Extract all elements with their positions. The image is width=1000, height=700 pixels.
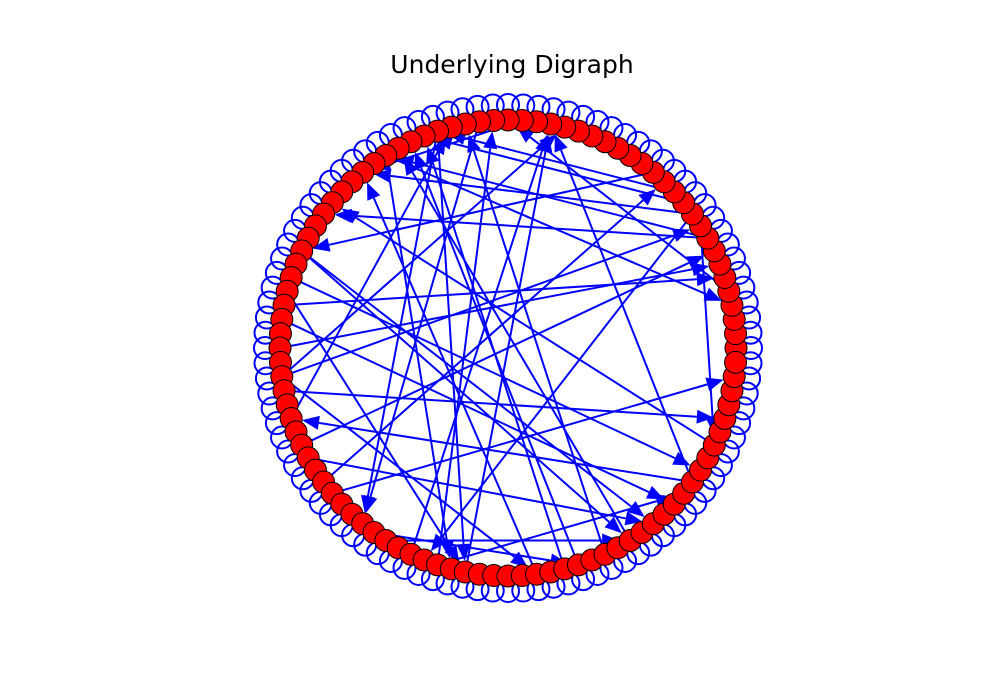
edge-line <box>322 199 644 483</box>
edge-arrowhead <box>510 551 528 568</box>
edge-arrowhead <box>361 494 375 513</box>
edge-arrowhead <box>604 516 622 534</box>
nodes-layer <box>268 108 748 588</box>
edge-arrowhead <box>696 272 714 287</box>
edge-line <box>283 278 697 307</box>
edge-line <box>301 261 690 446</box>
edge-arrowhead <box>539 134 557 151</box>
edge-line <box>351 214 708 240</box>
edge-arrowhead <box>554 134 568 153</box>
edge-line <box>355 216 715 446</box>
edge-arrowhead <box>685 255 705 270</box>
edge-line <box>281 234 675 378</box>
edge-arrowhead <box>626 500 645 517</box>
edge-arrowhead <box>302 415 320 430</box>
edge-line <box>440 213 694 539</box>
edge-line <box>328 171 654 246</box>
edge-line <box>450 142 684 204</box>
edge-line <box>472 150 607 555</box>
edge-line <box>411 171 632 542</box>
edge-line <box>281 375 516 558</box>
edge-line <box>412 161 709 240</box>
edge-arrowhead <box>373 168 392 183</box>
edge-arrowhead <box>312 237 331 252</box>
edge-line <box>332 383 708 495</box>
edge-line <box>290 276 676 460</box>
edge-line <box>420 167 580 566</box>
edge-arrowhead <box>638 189 656 206</box>
edge-arrowhead <box>456 543 471 561</box>
edge-arrowhead <box>430 533 447 552</box>
edge-arrowhead <box>691 262 710 277</box>
edge-line <box>464 137 675 193</box>
edge-line <box>318 421 693 484</box>
edge-line <box>290 151 439 419</box>
edge-line <box>699 225 714 418</box>
edge-arrowhead <box>444 544 460 563</box>
edge-arrowhead <box>672 451 691 466</box>
edge-line <box>436 131 465 545</box>
graph-node <box>724 350 748 374</box>
edge-line <box>385 154 707 296</box>
edge-line <box>437 500 658 566</box>
edge-arrowhead <box>703 287 722 301</box>
edge-line <box>308 456 627 520</box>
edge-line <box>281 318 650 494</box>
edge-line <box>279 268 693 349</box>
edge-line <box>409 150 544 555</box>
edge-line <box>464 151 547 573</box>
edge-line <box>283 389 697 418</box>
edge-arrowhead <box>367 182 381 201</box>
edge-line <box>372 197 538 575</box>
edge-arrowhead <box>696 409 714 424</box>
edge-line <box>436 148 492 565</box>
edge-line <box>301 250 632 508</box>
edge-arrowhead <box>341 208 360 224</box>
edge-line <box>366 130 439 497</box>
figure-title: Underlying Digraph <box>390 50 634 79</box>
